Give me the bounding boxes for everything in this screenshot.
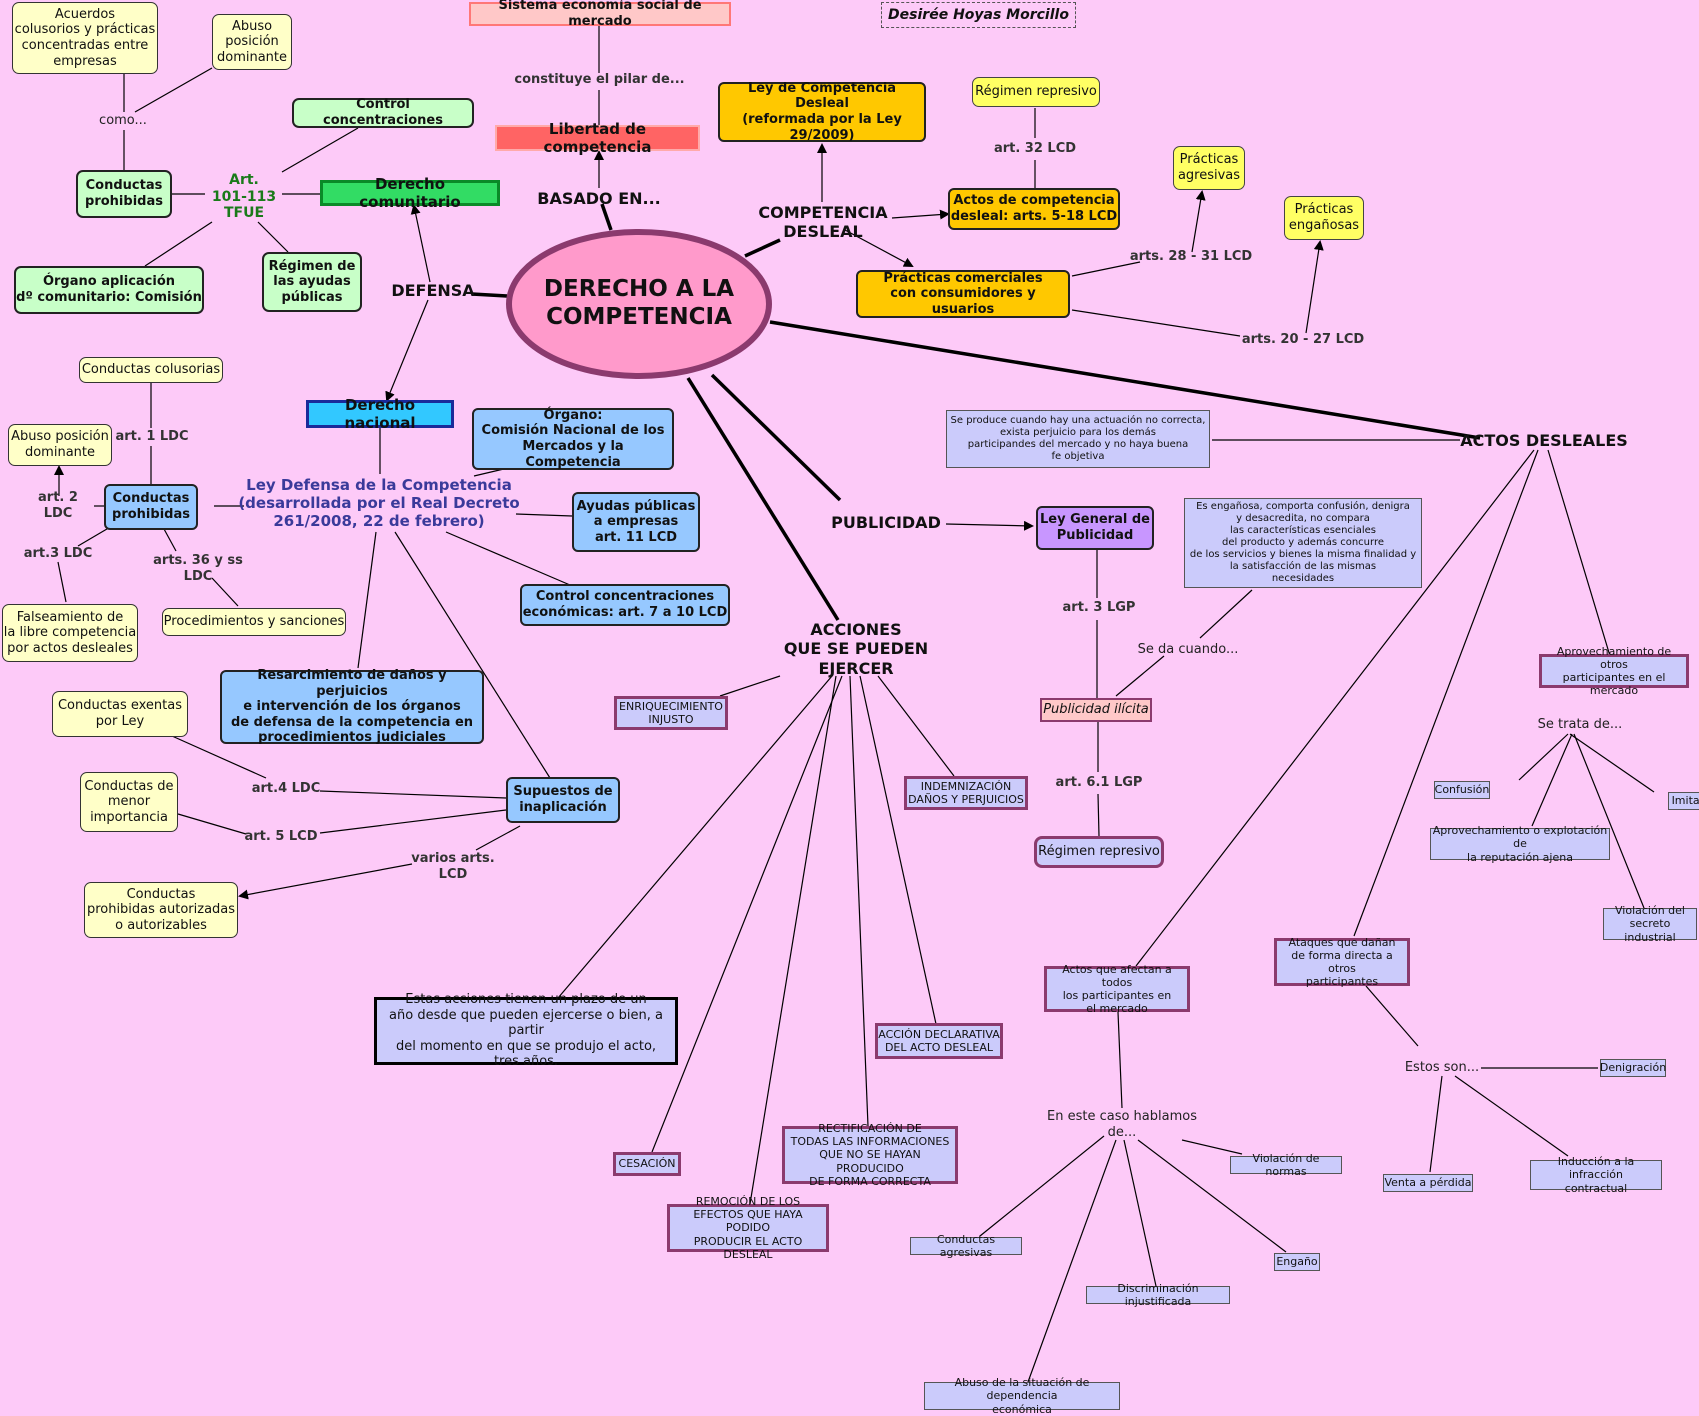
- varios-arts-label: varios arts. LCD: [411, 851, 495, 882]
- venta-perdida-node[interactable]: Venta a pérdida: [1383, 1174, 1473, 1192]
- reputacion-ajena-node[interactable]: Aprovechamiento o explotación de la repu…: [1430, 824, 1610, 864]
- practicas-comerciales-node[interactable]: Prácticas comerciales con consumidores y…: [856, 270, 1070, 318]
- sistema-node[interactable]: Sistema economía social de mercado: [469, 0, 731, 29]
- conductas-agresivas-node[interactable]: Conductas agresivas: [910, 1233, 1022, 1259]
- plazo-acciones-note: Estas acciones tienen un plazo de un año…: [374, 992, 678, 1069]
- arts20-lcd-label: arts. 20 - 27 LCD: [1241, 332, 1365, 348]
- cesacion-node[interactable]: CESACIÓN: [613, 1152, 681, 1176]
- estos-son-label: Estos son...: [1404, 1060, 1480, 1076]
- regimen-represivo-lcd-node[interactable]: Régimen represivo: [972, 77, 1100, 107]
- constituye-label: constituye el pilar de...: [514, 72, 685, 88]
- abuso-posicion-nacional-node[interactable]: Abuso posición dominante: [8, 424, 112, 466]
- resarcimiento-node[interactable]: Resarcimiento de daños y perjuicios e in…: [220, 668, 484, 745]
- conductas-colusorias-node[interactable]: Conductas colusorias: [79, 357, 223, 383]
- actos-afectan-todos-node[interactable]: Actos que afectan a todos los participan…: [1044, 963, 1190, 1015]
- libertad-node[interactable]: Libertad de competencia: [495, 120, 700, 156]
- conductas-prohibidas-nacional[interactable]: Conductas prohibidas: [104, 484, 198, 530]
- actos-competencia-desleal-node[interactable]: Actos de competencia desleal: arts. 5-18…: [948, 188, 1120, 230]
- art3-lgp-label: art. 3 LGP: [1062, 600, 1136, 616]
- rectificacion-node[interactable]: RECTIFICACIÓN DE TODAS LAS INFORMACIONES…: [782, 1122, 958, 1188]
- art4-ldc-label: art.4 LDC: [251, 781, 321, 797]
- publicidad-ilicita-node[interactable]: Publicidad ilícita: [1040, 698, 1152, 722]
- arts36-label: arts. 36 y ss LDC: [153, 553, 243, 584]
- author-name: Desirée Hoyas Morcillo: [881, 2, 1076, 28]
- supuestos-inaplicacion-node[interactable]: Supuestos de inaplicación: [506, 777, 620, 823]
- art61-lgp-label: art. 6.1 LGP: [1055, 775, 1143, 791]
- ataques-directos-node[interactable]: Ataques que dañan de forma directa a otr…: [1274, 936, 1410, 988]
- indemnizacion-node[interactable]: INDEMNIZACIÓN DAÑOS Y PERJUICIOS: [904, 776, 1028, 810]
- conductas-menor-node[interactable]: Conductas de menor importancia: [80, 772, 178, 832]
- art3-ldc-label: art.3 LDC: [23, 546, 93, 562]
- derecho-nacional-node[interactable]: Derecho nacional: [306, 396, 454, 432]
- como-label: como...: [99, 113, 147, 129]
- art5-lcd-label: art. 5 LCD: [244, 829, 318, 845]
- control-concentraciones-ue[interactable]: Control concentraciones: [292, 97, 474, 128]
- ley-general-publicidad-node[interactable]: Ley General de Publicidad: [1036, 506, 1154, 550]
- art-tfue-label: Art. 101-113 TFUE: [211, 171, 277, 222]
- enriquecimiento-injusto-node[interactable]: ENRIQUECIMIENTO INJUSTO: [614, 696, 728, 730]
- art1-ldc-label: art. 1 LDC: [115, 429, 189, 445]
- discriminacion-node[interactable]: Discriminación injustificada: [1086, 1282, 1230, 1308]
- competencia-desleal-label: COMPETENCIA DESLEAL: [758, 202, 888, 241]
- denigracion-node[interactable]: Denigración: [1600, 1059, 1666, 1077]
- publicidad-enganosa-desc: Es engañosa, comporta confusión, denigra…: [1184, 498, 1422, 588]
- art32-lcd-label: art. 32 LCD: [993, 141, 1077, 157]
- organo-comision-node[interactable]: Órgano aplicación dº comunitario: Comisi…: [14, 266, 204, 314]
- falseamiento-node[interactable]: Falseamiento de la libre competencia por…: [2, 604, 138, 662]
- accion-declarativa-node[interactable]: ACCIÓN DECLARATIVA DEL ACTO DESLEAL: [875, 1023, 1003, 1059]
- se-da-cuando-label: Se da cuando...: [1137, 642, 1239, 658]
- confusion-node[interactable]: Confusión: [1434, 781, 1490, 799]
- art2-ldc-label: art. 2 LDC: [38, 490, 78, 521]
- center-ellipse: [506, 229, 772, 379]
- center-title[interactable]: DERECHO A LA COMPETENCIA: [543, 276, 735, 330]
- violacion-secreto-node[interactable]: Violación del secreto industrial: [1603, 904, 1697, 944]
- actos-desleales-definicion: Se produce cuando hay una actuación no c…: [946, 410, 1210, 468]
- ley-defensa-competencia: Ley Defensa de la Competencia (desarroll…: [238, 476, 520, 530]
- acciones-label: ACCIONES QUE SE PUEDEN EJERCER: [783, 620, 929, 678]
- ley-competencia-desleal-node[interactable]: Ley de Competencia Desleal (reformada po…: [718, 81, 926, 143]
- remocion-node[interactable]: REMOCIÓN DE LOS EFECTOS QUE HAYA PODIDO …: [667, 1195, 829, 1261]
- conductas-prohibidas-ue[interactable]: Conductas prohibidas: [76, 170, 172, 218]
- arts28-lcd-label: arts. 28 - 31 LCD: [1129, 249, 1253, 265]
- regimen-represivo-lgp-node[interactable]: Régimen represivo: [1034, 836, 1164, 868]
- control-concentraciones-nacional[interactable]: Control concentraciones económicas: art.…: [520, 584, 730, 626]
- imitacion-node[interactable]: Imitación: [1668, 792, 1699, 810]
- se-trata-de-label: Se trata de...: [1537, 717, 1623, 733]
- organo-cnmc-node[interactable]: Órgano: Comisión Nacional de los Mercado…: [472, 408, 674, 470]
- aprovechamiento-otros-node[interactable]: Aprovechamiento de otros participantes e…: [1539, 645, 1689, 697]
- defensa-label: DEFENSA: [391, 281, 475, 301]
- ayudas-publicas-node[interactable]: Ayudas públicas a empresas art. 11 LCD: [572, 492, 700, 552]
- en-este-caso-label: En este caso hablamos de...: [1047, 1109, 1197, 1140]
- acuerdos-colusorios-node[interactable]: Acuerdos colusorios y prácticas concentr…: [12, 2, 158, 74]
- abuso-posicion-ue-node[interactable]: Abuso posición dominante: [212, 14, 292, 70]
- engano-node[interactable]: Engaño: [1274, 1253, 1320, 1271]
- abuso-dependencia-node[interactable]: Abuso de la situación de dependencia eco…: [924, 1376, 1120, 1416]
- practicas-agresivas-node[interactable]: Prácticas agresivas: [1173, 146, 1245, 190]
- practicas-enganosas-node[interactable]: Prácticas engañosas: [1284, 196, 1364, 240]
- derecho-comunitario-node[interactable]: Derecho comunitario: [320, 175, 500, 211]
- violacion-normas-node[interactable]: Violación de normas: [1230, 1152, 1342, 1178]
- conductas-autorizadas-node[interactable]: Conductas prohibidas autorizadas o autor…: [84, 882, 238, 938]
- regimen-ayudas-node[interactable]: Régimen de las ayudas públicas: [262, 252, 362, 312]
- publicidad-label: PUBLICIDAD: [831, 513, 941, 533]
- actos-desleales-label: ACTOS DESLEALES: [1460, 431, 1628, 451]
- basado-label: BASADO EN...: [537, 189, 661, 209]
- induccion-infraccion-node[interactable]: Inducción a la infracción contractual: [1530, 1155, 1662, 1195]
- conductas-exentas-node[interactable]: Conductas exentas por Ley: [52, 691, 188, 737]
- procedimientos-node[interactable]: Procedimientos y sanciones: [162, 608, 346, 636]
